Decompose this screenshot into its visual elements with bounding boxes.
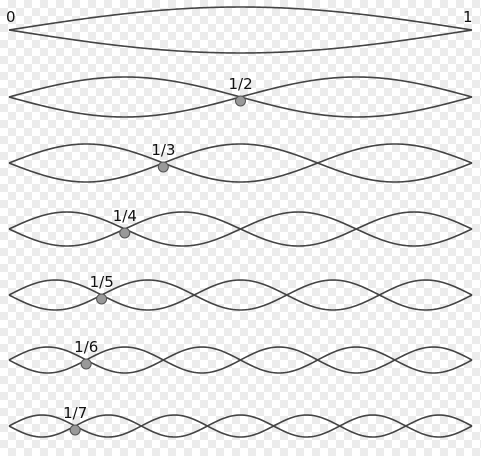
mode-7: 1/7 xyxy=(8,404,473,438)
wave-upper-envelope xyxy=(8,414,473,438)
node-marker xyxy=(80,358,92,370)
mode-2: 1/2 xyxy=(8,75,473,118)
node-marker xyxy=(96,293,108,305)
wave-lower-envelope xyxy=(8,143,473,183)
node-label: 1/7 xyxy=(63,404,87,422)
wave-upper-envelope xyxy=(8,6,473,31)
wave-upper-envelope xyxy=(8,279,473,311)
node-label: 1/6 xyxy=(74,338,98,356)
wave-lower-envelope xyxy=(8,29,473,54)
node-marker xyxy=(157,161,169,173)
mode-5: 1/5 xyxy=(8,273,473,311)
node-label: 1/4 xyxy=(113,207,137,225)
wave-upper-envelope xyxy=(8,143,473,183)
mode-6: 1/6 xyxy=(8,338,473,374)
wave-lower-envelope xyxy=(8,211,473,247)
end-endpoint-label: 1 xyxy=(463,8,473,26)
mode-3: 1/3 xyxy=(8,141,473,183)
mode-1 xyxy=(8,6,473,54)
vibration-modes: 1/2 1/3 1/4 1/5 1/6 1/7 xyxy=(8,6,473,438)
start-endpoint-label: 0 xyxy=(6,8,16,26)
wave-lower-envelope xyxy=(8,414,473,438)
node-marker xyxy=(119,227,131,239)
node-marker xyxy=(69,424,81,436)
node-label: 1/5 xyxy=(90,273,114,291)
mode-4: 1/4 xyxy=(8,207,473,247)
node-label: 1/3 xyxy=(151,141,175,159)
node-label: 1/2 xyxy=(229,75,253,93)
wave-lower-envelope xyxy=(8,279,473,311)
node-marker xyxy=(235,95,246,107)
